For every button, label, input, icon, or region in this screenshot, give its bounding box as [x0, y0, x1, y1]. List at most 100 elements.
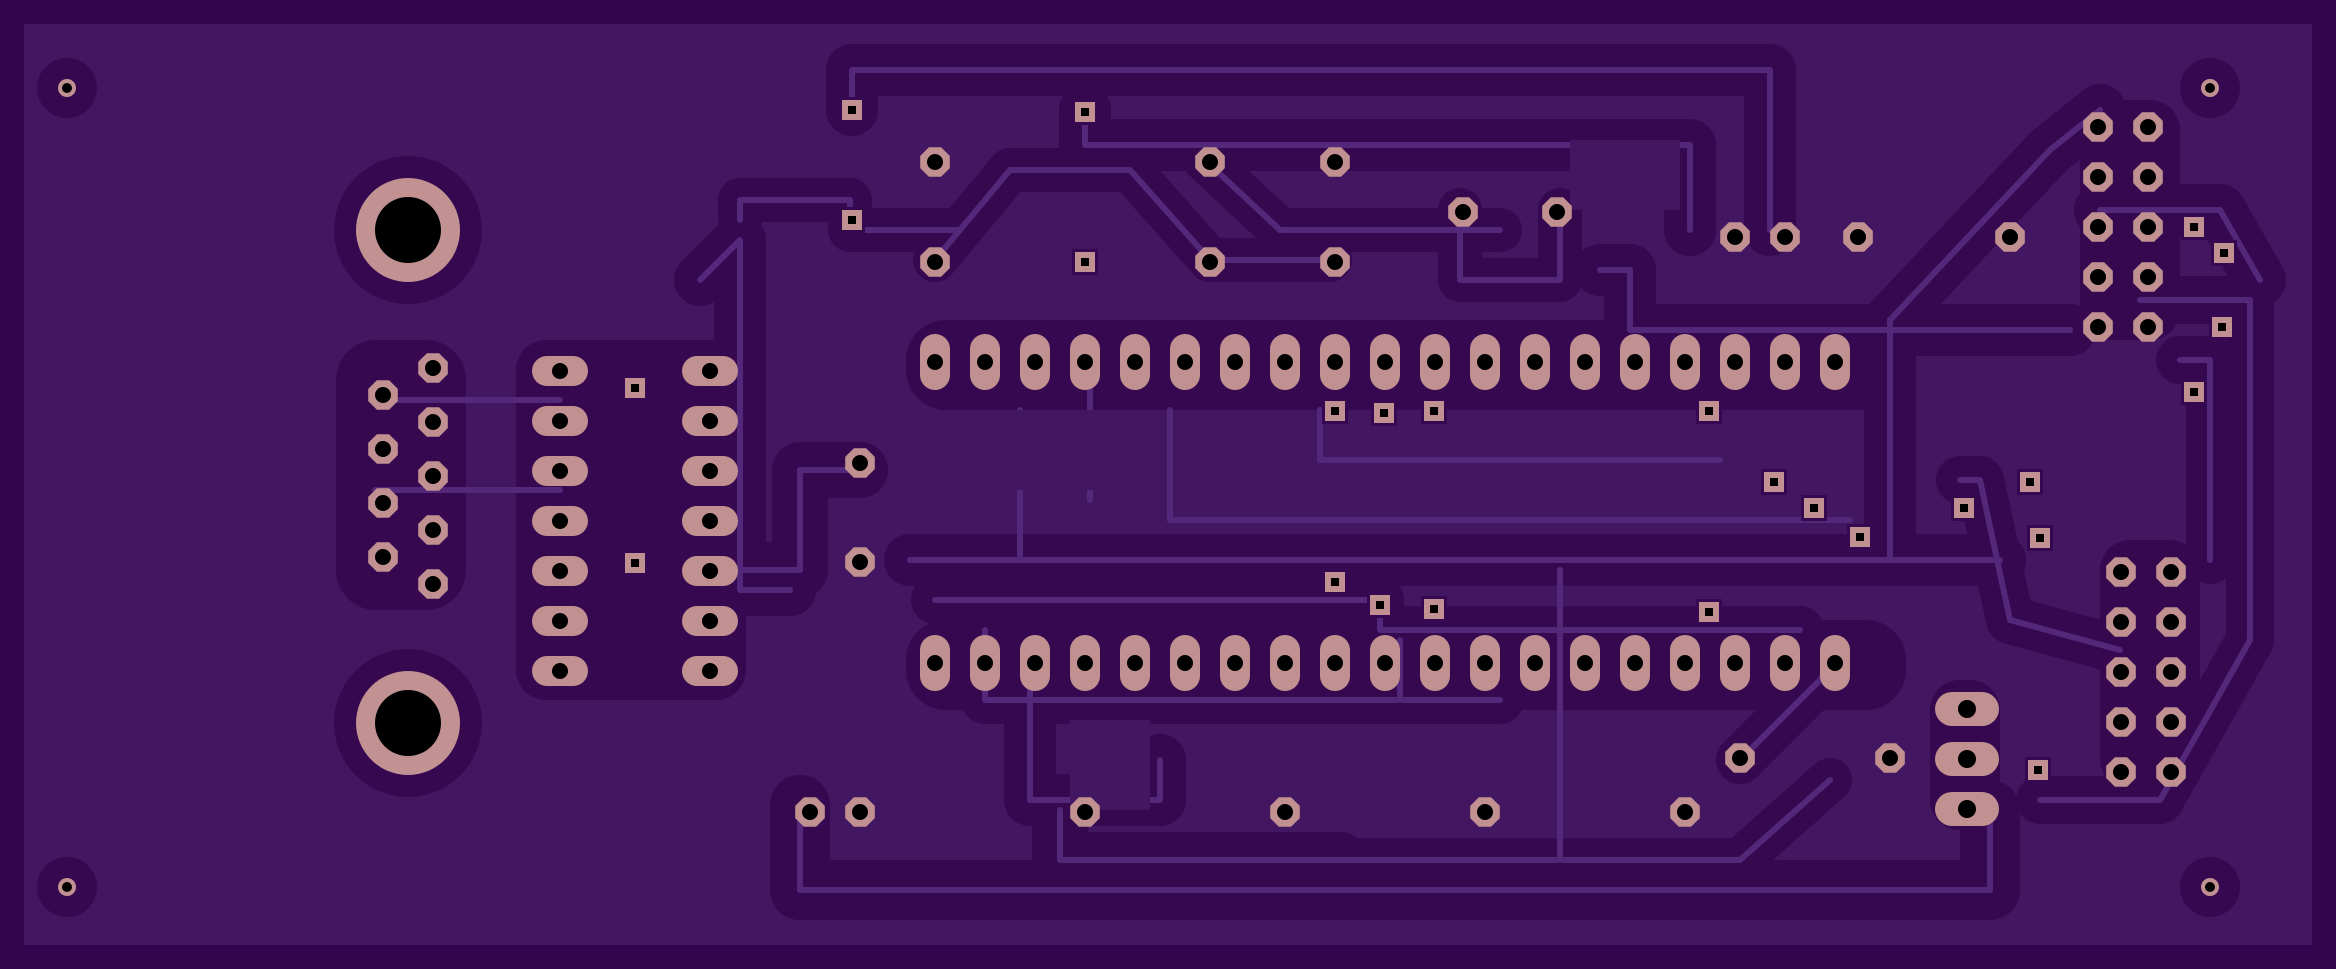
trace-layer: [372, 67, 2263, 893]
oval-pad-icon: [682, 656, 738, 686]
through-hole-pad-icon: [2083, 312, 2113, 342]
through-hole-pad-icon: [2106, 657, 2136, 687]
through-hole-pad-icon: [368, 488, 398, 518]
oval-pad-icon: [1470, 635, 1500, 691]
mounting-hole-icon: [37, 857, 97, 917]
oval-pad-icon: [1820, 635, 1850, 691]
through-hole-pad-icon: [920, 247, 950, 277]
through-hole-pad-icon: [2156, 557, 2186, 587]
oval-pad-icon: [1770, 635, 1800, 691]
oval-pad-icon: [532, 606, 588, 636]
mounting-hole-icon: [2180, 58, 2240, 118]
oval-pad-icon: [1120, 635, 1150, 691]
through-hole-pad-icon: [1320, 247, 1350, 277]
oval-pad-icon: [532, 406, 588, 436]
through-hole-pad-icon: [2083, 262, 2113, 292]
through-hole-pad-icon: [418, 515, 448, 545]
through-hole-pad-icon: [418, 407, 448, 437]
through-hole-pad-icon: [2083, 212, 2113, 242]
oval-pad-icon: [1935, 742, 1999, 776]
through-hole-pad-icon: [920, 147, 950, 177]
oval-pad-icon: [532, 506, 588, 536]
oval-pad-icon: [682, 406, 738, 436]
oval-pad-icon: [1720, 635, 1750, 691]
oval-pad-icon: [1220, 334, 1250, 390]
through-hole-pad-icon: [2156, 707, 2186, 737]
oval-pad-icon: [1520, 334, 1550, 390]
through-hole-pad-icon: [2083, 112, 2113, 142]
oval-pad-icon: [1220, 635, 1250, 691]
via-icon: [1072, 99, 1098, 125]
connector-jack-icon: [334, 156, 482, 304]
copper-pour-panels: [780, 140, 1700, 820]
oval-pad-icon: [532, 356, 588, 386]
oval-pad-icon: [1170, 334, 1200, 390]
through-hole-pad-icon: [1195, 147, 1225, 177]
oval-pad-icon: [1270, 635, 1300, 691]
via-icon: [1322, 569, 1348, 595]
through-hole-pad-icon: [795, 797, 825, 827]
through-hole-pad-icon: [1670, 797, 1700, 827]
via-icon: [622, 375, 648, 401]
oval-pad-icon: [1670, 334, 1700, 390]
through-hole-pad-icon: [368, 542, 398, 572]
oval-pad-icon: [920, 635, 950, 691]
oval-pad-icon: [970, 635, 1000, 691]
via-icon: [1421, 596, 1447, 622]
via-icon: [1367, 592, 1393, 618]
through-hole-pad-icon: [1448, 197, 1478, 227]
through-hole-pad-icon: [845, 448, 875, 478]
oval-pad-icon: [1620, 334, 1650, 390]
via-icon: [1072, 249, 1098, 275]
oval-pad-icon: [1820, 334, 1850, 390]
through-hole-pad-icon: [1542, 197, 1572, 227]
via-icon: [2017, 469, 2043, 495]
via-icon: [1322, 398, 1348, 424]
oval-pad-icon: [1070, 334, 1100, 390]
oval-pad-icon: [682, 506, 738, 536]
through-hole-pad-icon: [368, 434, 398, 464]
through-hole-pad-icon: [2156, 607, 2186, 637]
through-hole-pad-icon: [2106, 607, 2136, 637]
via-icon: [622, 550, 648, 576]
connector-jack-icon: [334, 649, 482, 797]
through-hole-pad-icon: [1270, 797, 1300, 827]
oval-pad-icon: [1020, 635, 1050, 691]
oval-pad-icon: [682, 556, 738, 586]
via-icon: [2211, 240, 2237, 266]
oval-pad-icon: [1170, 635, 1200, 691]
oval-pad-icon: [532, 656, 588, 686]
via-icon: [1696, 599, 1722, 625]
oval-pad-icon: [1670, 635, 1700, 691]
oval-pad-icon: [1935, 792, 1999, 826]
oval-pad-icon: [682, 356, 738, 386]
via-icon: [1696, 398, 1722, 424]
oval-pad-icon: [1370, 635, 1400, 691]
mounting-hole-icon: [2180, 857, 2240, 917]
oval-pad-icon: [1020, 334, 1050, 390]
oval-pad-icon: [682, 606, 738, 636]
through-hole-pad-icon: [1770, 222, 1800, 252]
mounting-hole-icon: [37, 58, 97, 118]
through-hole-pad-icon: [2106, 707, 2136, 737]
via-icon: [1801, 495, 1827, 521]
oval-pad-icon: [1370, 334, 1400, 390]
oval-pad-icon: [1320, 334, 1350, 390]
via-icon: [2209, 314, 2235, 340]
through-hole-pad-icon: [1720, 222, 1750, 252]
oval-pad-icon: [1620, 635, 1650, 691]
via-icon: [2027, 525, 2053, 551]
through-hole-pad-icon: [1070, 797, 1100, 827]
through-hole-pad-icon: [2083, 162, 2113, 192]
through-hole-pad-icon: [2133, 212, 2163, 242]
oval-pad-icon: [1420, 334, 1450, 390]
through-hole-pad-icon: [1995, 222, 2025, 252]
oval-pad-icon: [1720, 334, 1750, 390]
connector-jacks: [334, 156, 482, 797]
through-hole-pad-icon: [368, 380, 398, 410]
oval-pad-icon: [1320, 635, 1350, 691]
via-icon: [839, 97, 865, 123]
oval-pad-icon: [532, 556, 588, 586]
pads-layer: [368, 97, 2237, 827]
